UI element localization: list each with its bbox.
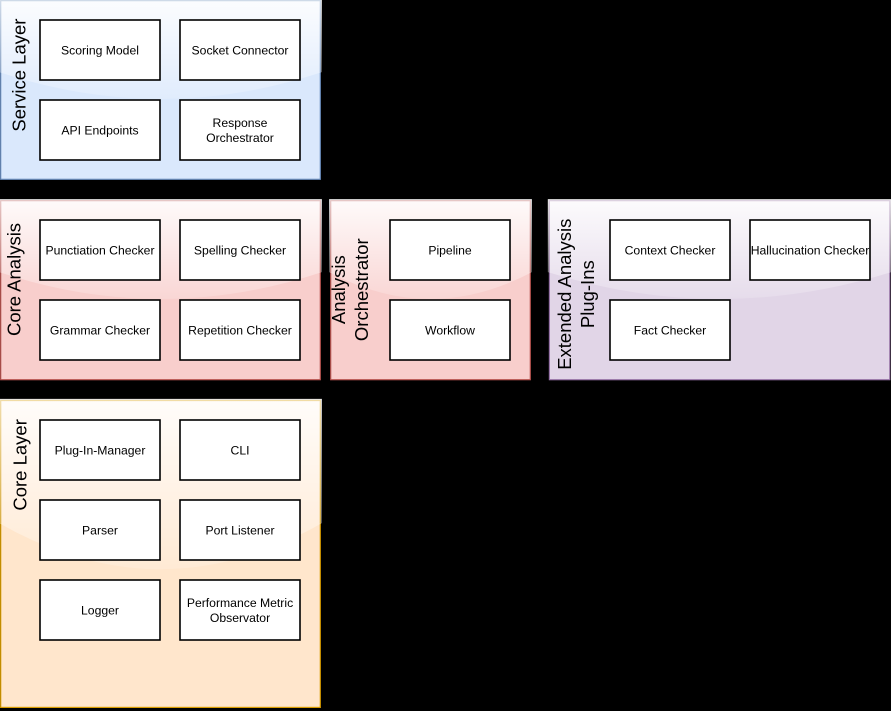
svg-text:Repetition Checker: Repetition Checker xyxy=(188,323,292,337)
svg-text:Response: Response xyxy=(213,116,268,130)
svg-text:Workflow: Workflow xyxy=(425,323,475,337)
svg-text:Parser: Parser xyxy=(82,523,118,537)
svg-text:API Endpoints: API Endpoints xyxy=(61,123,138,137)
svg-text:Logger: Logger xyxy=(81,603,119,617)
svg-text:Fact Checker: Fact Checker xyxy=(634,323,706,337)
svg-text:Punctiation Checker: Punctiation Checker xyxy=(45,243,154,257)
svg-text:Analysis: Analysis xyxy=(328,255,349,324)
svg-text:Observator: Observator xyxy=(210,611,270,625)
svg-text:Context Checker: Context Checker xyxy=(625,243,716,257)
svg-text:Grammar Checker: Grammar Checker xyxy=(50,323,150,337)
svg-text:Plug-Ins: Plug-Ins xyxy=(577,260,598,328)
svg-text:Port Listener: Port Listener xyxy=(205,523,274,537)
svg-text:Socket Connector: Socket Connector xyxy=(192,43,289,57)
svg-text:Orchestrator: Orchestrator xyxy=(206,131,274,145)
svg-text:CLI: CLI xyxy=(231,443,250,457)
svg-text:Performance Metric: Performance Metric xyxy=(187,596,293,610)
svg-text:Orchestrator: Orchestrator xyxy=(351,238,372,341)
svg-text:Service Layer: Service Layer xyxy=(8,19,29,132)
svg-text:Scoring Model: Scoring Model xyxy=(61,43,139,57)
svg-text:Hallucination Checker: Hallucination Checker xyxy=(751,243,870,257)
svg-text:Plug-In-Manager: Plug-In-Manager xyxy=(55,443,146,457)
svg-text:Core Layer: Core Layer xyxy=(9,419,30,511)
svg-text:Spelling Checker: Spelling Checker xyxy=(194,243,286,257)
svg-text:Extended Analysis: Extended Analysis xyxy=(554,219,575,370)
svg-text:Pipeline: Pipeline xyxy=(428,243,472,257)
svg-text:Core Analysis: Core Analysis xyxy=(4,223,25,336)
